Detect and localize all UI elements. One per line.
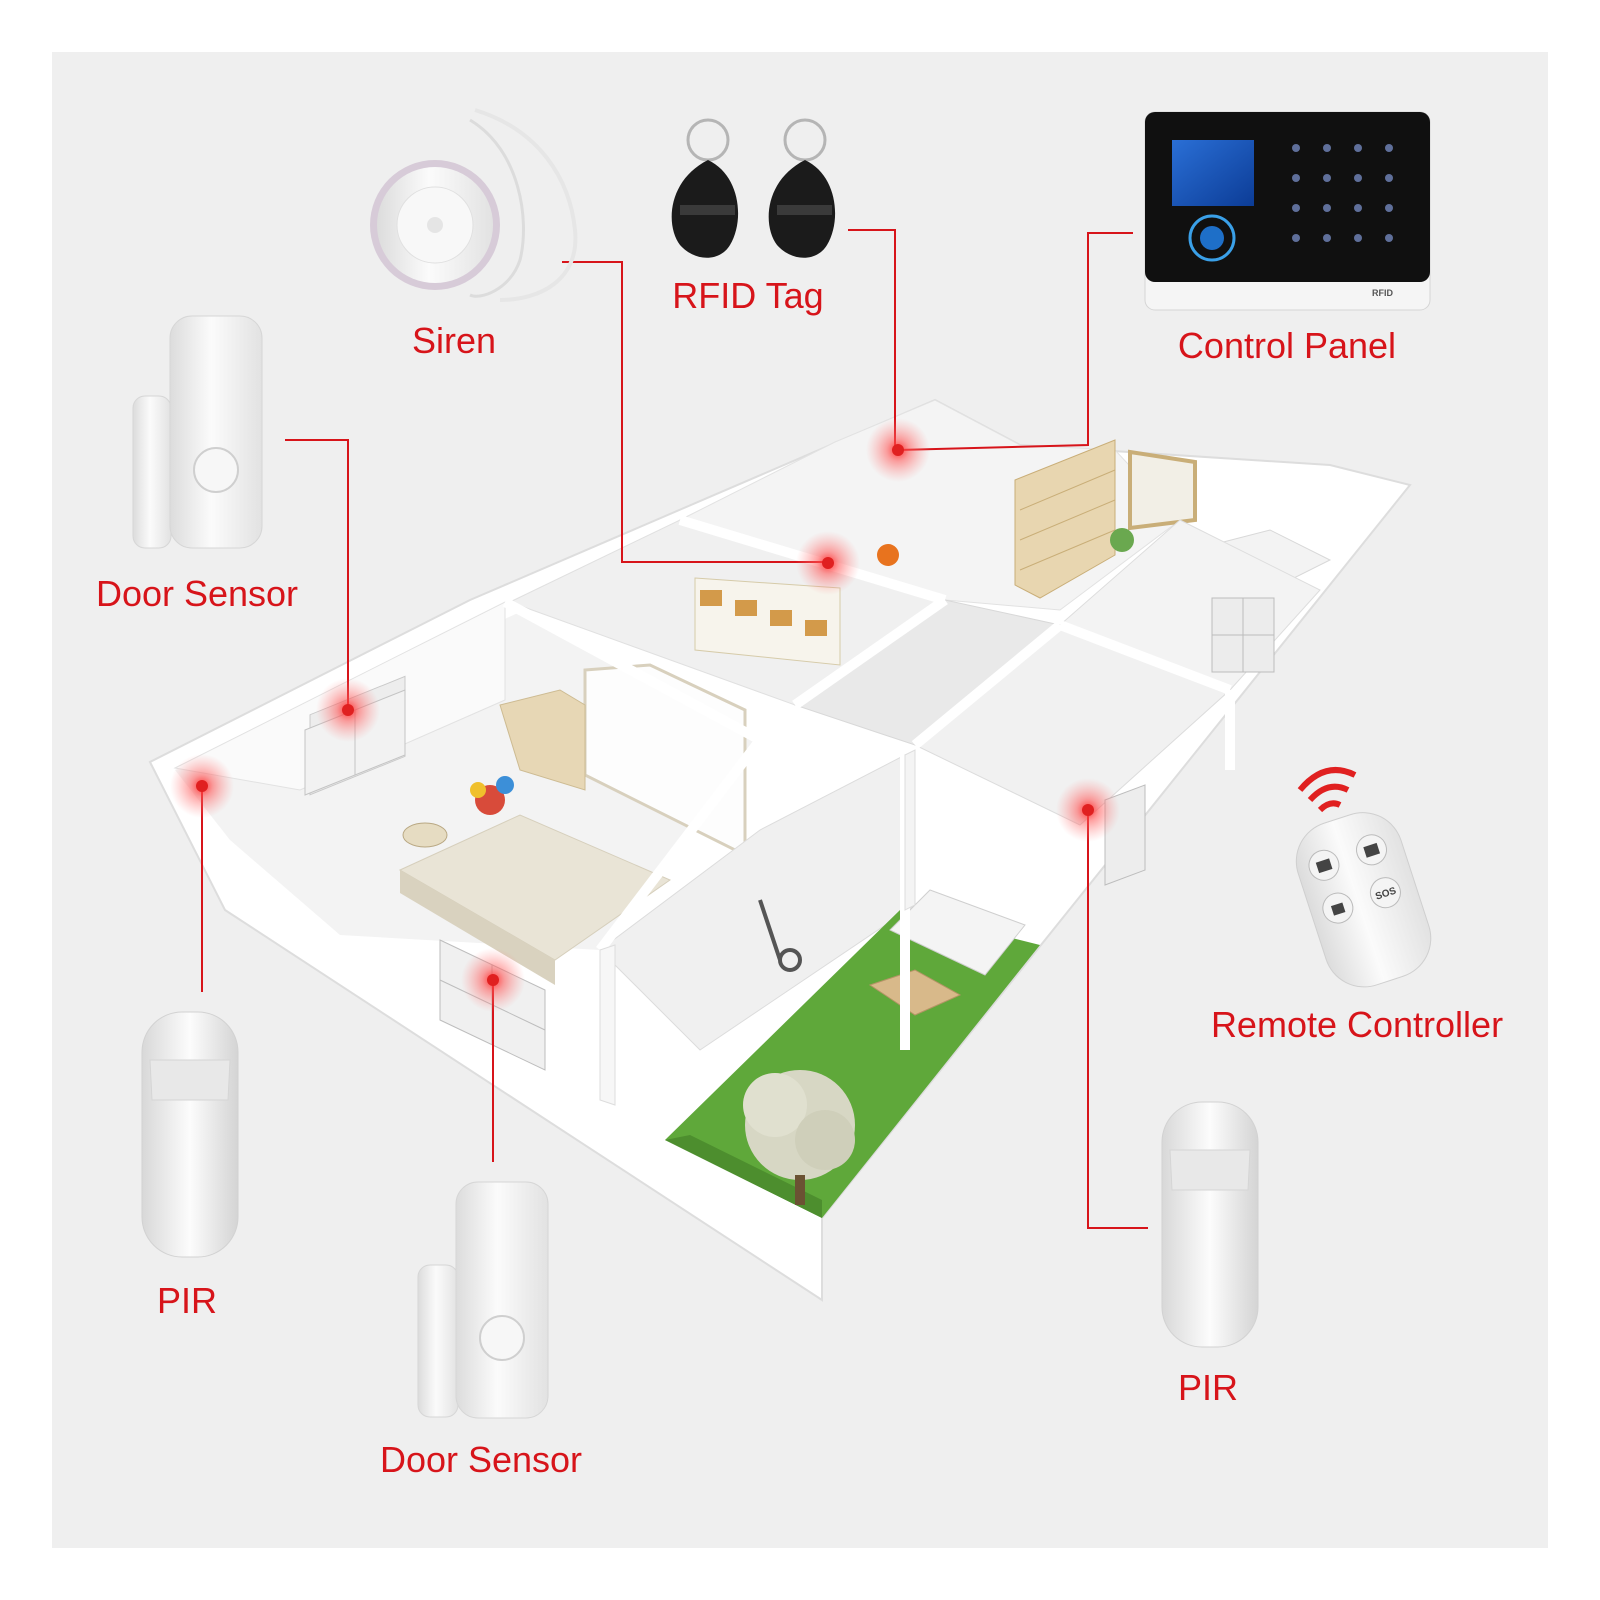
siren-device <box>370 108 578 302</box>
living-room-window <box>1128 449 1197 531</box>
interior-wall-faces <box>599 749 916 1106</box>
plant <box>1110 528 1134 552</box>
pir-left-device <box>141 1011 239 1258</box>
marker-pir-right <box>1056 778 1120 842</box>
courtyard-grass-shade <box>665 1135 822 1218</box>
exercise-bike <box>758 899 802 972</box>
marker-control-panel <box>866 418 930 482</box>
marker-door-sensor-left <box>316 678 380 742</box>
cabinets <box>694 577 841 666</box>
connector-pir-right <box>1087 810 1148 1229</box>
bed <box>398 814 672 985</box>
connector-door-sensor-left <box>285 439 349 708</box>
marker-siren <box>796 531 860 595</box>
control-panel-brand: RFID <box>1372 288 1393 298</box>
bookshelf <box>1014 439 1116 599</box>
door-sensor-left-device <box>132 315 263 549</box>
label-rfid-tag: RFID Tag <box>672 275 824 316</box>
connector-rfid-tag <box>848 229 896 450</box>
courtyard-tree <box>743 1070 855 1205</box>
control-panel-device: RFID <box>1144 111 1431 311</box>
rfid-tag-device <box>671 118 836 258</box>
label-pir-left: PIR <box>156 1280 218 1321</box>
marker-pir-left <box>170 754 234 818</box>
connector-siren <box>562 261 828 563</box>
toy-blocks-3 <box>470 782 486 798</box>
rocking-horse <box>402 822 448 848</box>
courtyard-bench <box>889 889 1026 976</box>
connector-control-panel <box>897 232 1133 451</box>
sensor-markers <box>170 418 1120 1012</box>
label-door-sensor-bottom: Door Sensor <box>379 1439 583 1480</box>
dresser <box>499 689 586 791</box>
label-door-sensor-left: Door Sensor <box>95 573 299 614</box>
remote-controller-device: SOS <box>1295 767 1432 988</box>
label-siren: Siren <box>411 320 497 361</box>
orange-lamp <box>877 544 899 566</box>
label-remote-controller: Remote Controller <box>1210 1004 1504 1045</box>
keypad-keys <box>1292 144 1393 242</box>
toy-blocks-2 <box>496 776 514 794</box>
connector-lines <box>201 229 1148 1229</box>
marker-door-sensor-bottom <box>461 948 525 1012</box>
label-control-panel: Control Panel <box>1177 325 1397 366</box>
label-pir-right: PIR <box>1177 1367 1239 1408</box>
pir-right-device <box>1161 1101 1259 1348</box>
door-sensor-bottom-device <box>417 1181 549 1419</box>
